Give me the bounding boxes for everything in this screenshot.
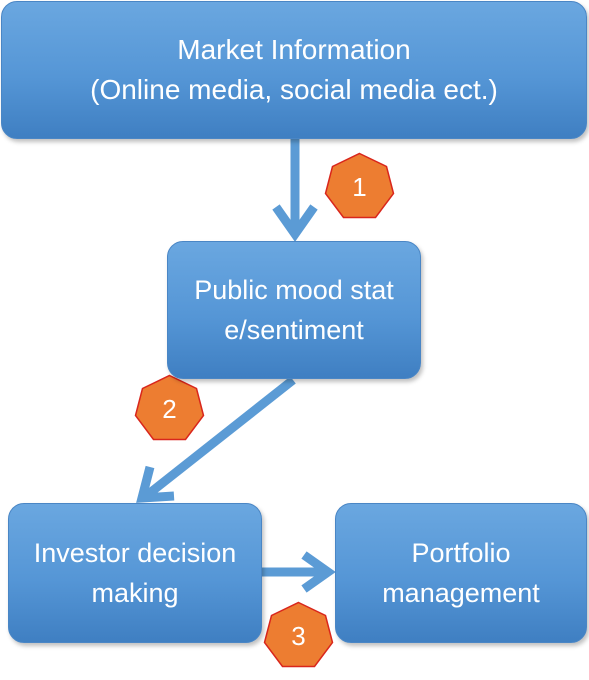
arrow-market-to-mood xyxy=(272,139,318,242)
arrow-investor-to-portfolio xyxy=(262,551,336,593)
step-badge-3: 3 xyxy=(263,601,334,668)
node-investor-label: Investor decision making xyxy=(33,538,237,608)
step-badge-1: 1 xyxy=(324,152,395,219)
node-investor-decision: Investor decision making xyxy=(8,503,262,643)
node-mood-label: Public mood state/sentiment xyxy=(194,275,394,345)
arrow-mood-to-investor xyxy=(136,376,296,503)
node-market-information: Market Information (Online media, social… xyxy=(1,1,587,139)
step-badge-2: 2 xyxy=(134,374,205,441)
node-portfolio-management: Portfolio management xyxy=(335,503,587,643)
badge-number-1: 1 xyxy=(352,172,366,202)
node-public-mood: Public mood state/sentiment xyxy=(167,241,421,379)
badge-number-3: 3 xyxy=(291,621,305,651)
node-market-subtitle: (Online media, social media ect.) xyxy=(90,74,498,105)
node-portfolio-label: Portfolio management xyxy=(382,538,540,608)
node-market-title: Market Information xyxy=(177,34,411,65)
badge-number-2: 2 xyxy=(162,394,176,424)
